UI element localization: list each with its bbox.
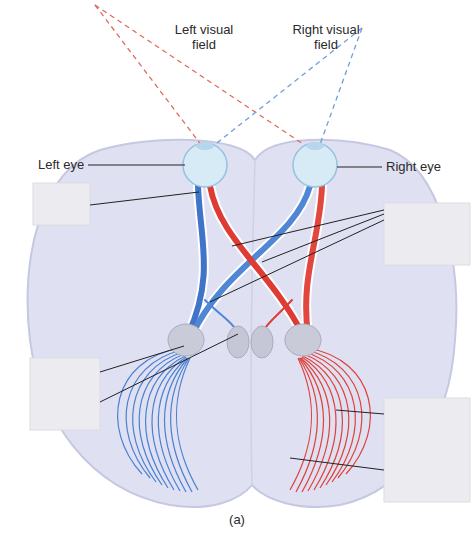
- optic-radiation-right: [290, 348, 370, 492]
- eyeballs: [183, 142, 337, 187]
- thalamic-nuclei: [168, 324, 321, 358]
- text-label: Right eye: [386, 159, 456, 174]
- midline: [251, 160, 255, 485]
- text-label: Right visual field: [288, 22, 364, 52]
- leader-lines: [88, 165, 384, 470]
- blank-label-boxes: [30, 183, 470, 502]
- optic-pathways: [188, 186, 322, 335]
- panel-caption: (a): [207, 512, 267, 527]
- text-label: Left eye: [38, 157, 98, 172]
- optic-radiation-left: [118, 348, 198, 492]
- text-label: Left visual field: [168, 22, 240, 52]
